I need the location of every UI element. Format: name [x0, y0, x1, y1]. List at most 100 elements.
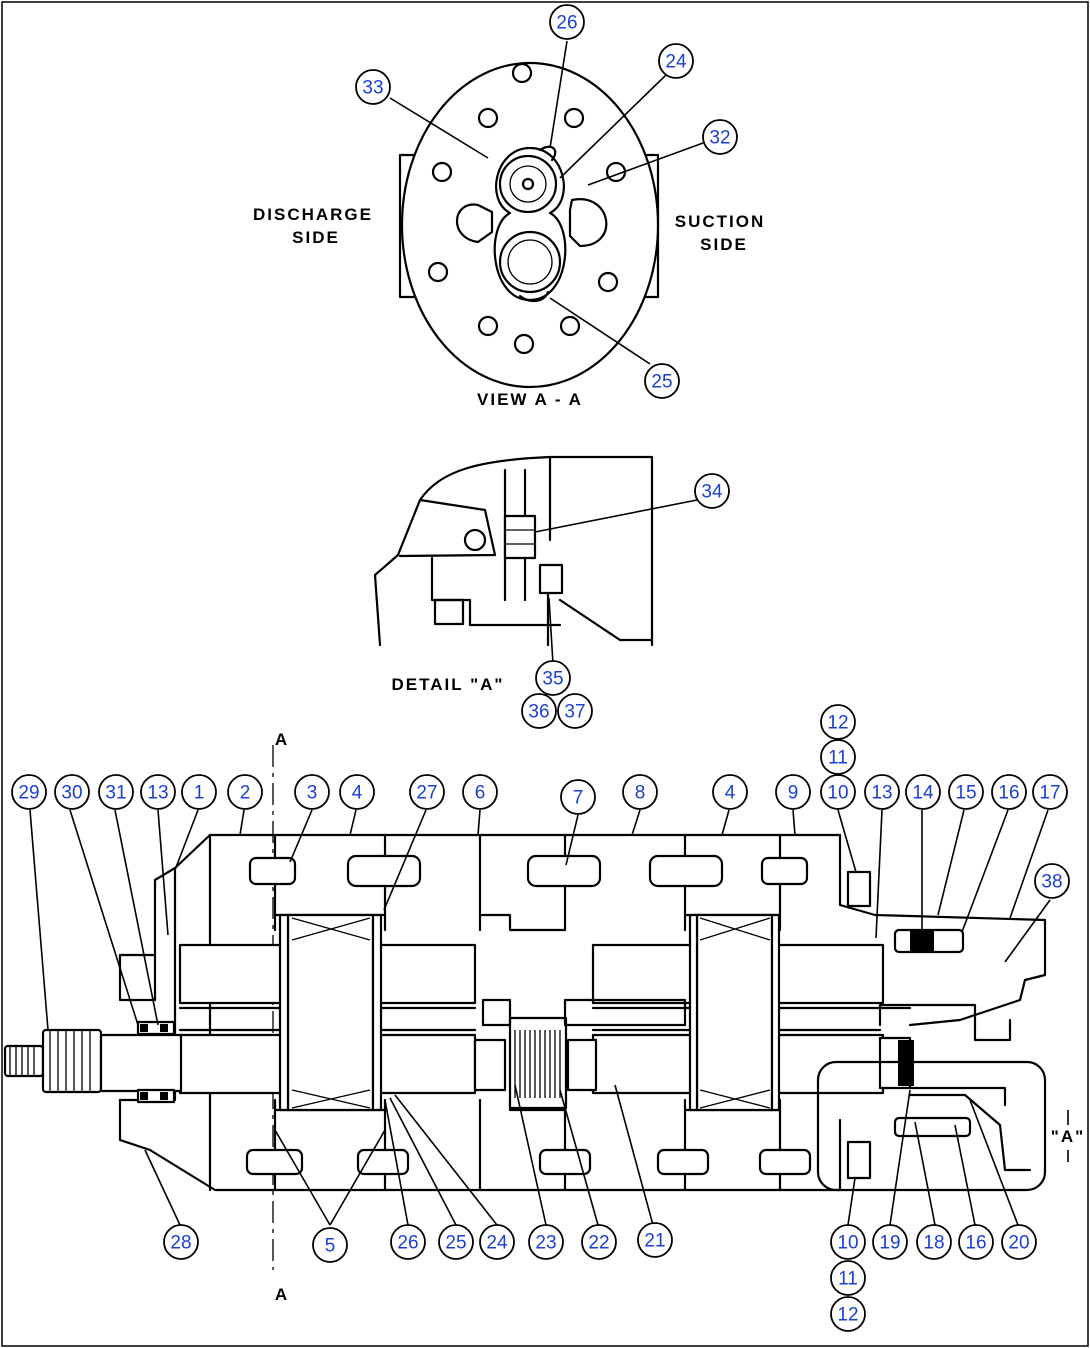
callout-8[interactable]: 8 [622, 774, 658, 810]
svg-text:24: 24 [486, 1233, 508, 1254]
svg-text:1: 1 [194, 783, 205, 804]
svg-text:30: 30 [61, 783, 82, 804]
svg-text:19: 19 [879, 1233, 900, 1254]
view-title: VIEW A - A [477, 390, 583, 409]
callout-17[interactable]: 17 [1032, 774, 1068, 810]
svg-text:20: 20 [1008, 1233, 1029, 1254]
callout-26-bottom[interactable]: 26 [390, 1224, 426, 1260]
callout-25-top[interactable]: 25 [644, 363, 680, 399]
callout-4-right[interactable]: 4 [712, 774, 748, 810]
callout-3[interactable]: 3 [294, 774, 330, 810]
suction-port [568, 198, 608, 248]
callout-10-top[interactable]: 10 [820, 774, 856, 810]
svg-text:10: 10 [837, 1233, 858, 1254]
callout-4-left[interactable]: 4 [339, 774, 375, 810]
callout-27[interactable]: 27 [409, 774, 445, 810]
svg-text:16: 16 [965, 1233, 986, 1254]
svg-text:27: 27 [416, 783, 437, 804]
svg-text:34: 34 [701, 482, 723, 503]
svg-text:24: 24 [665, 52, 687, 73]
callout-14[interactable]: 14 [905, 774, 941, 810]
callout-25-bottom[interactable]: 25 [438, 1224, 474, 1260]
svg-text:4: 4 [725, 783, 736, 804]
callout-26-top[interactable]: 26 [549, 4, 585, 40]
svg-text:23: 23 [535, 1233, 556, 1254]
section-mark-bottom: A [275, 1285, 289, 1304]
detail-a-boundary [816, 1060, 1047, 1192]
svg-text:36: 36 [528, 702, 549, 723]
svg-text:33: 33 [362, 78, 383, 99]
callout-5[interactable]: 5 [312, 1227, 348, 1263]
discharge-label-line2: SIDE [292, 228, 340, 247]
callout-30[interactable]: 30 [54, 774, 90, 810]
callout-12-top[interactable]: 12 [820, 704, 856, 740]
svg-text:21: 21 [644, 1231, 665, 1252]
section-mark-top: A [275, 730, 289, 749]
suction-label-line1: SUCTION [675, 212, 766, 231]
callout-28[interactable]: 28 [163, 1224, 199, 1260]
detail-bolt-35 [538, 563, 564, 595]
svg-text:17: 17 [1039, 783, 1060, 804]
callout-20[interactable]: 20 [1001, 1224, 1037, 1260]
callout-31[interactable]: 31 [98, 774, 134, 810]
view-a-a: DISCHARGE SIDE SUCTION SIDE VIEW A - A [253, 40, 766, 409]
svg-text:25: 25 [445, 1233, 466, 1254]
callout-24-top[interactable]: 24 [658, 43, 694, 79]
discharge-label-line1: DISCHARGE [253, 205, 373, 224]
discharge-port [455, 203, 494, 244]
callout-34[interactable]: 34 [694, 473, 730, 509]
main-section-view: A A [3, 730, 1085, 1304]
svg-text:13: 13 [871, 783, 892, 804]
callout-23[interactable]: 23 [528, 1224, 564, 1260]
svg-text:32: 32 [709, 128, 730, 149]
svg-text:26: 26 [556, 13, 577, 34]
callout-38[interactable]: 38 [1034, 863, 1070, 899]
callout-9[interactable]: 9 [775, 774, 811, 810]
suction-label-line2: SIDE [700, 235, 748, 254]
svg-text:15: 15 [955, 783, 976, 804]
callout-11-top[interactable]: 11 [820, 739, 856, 775]
svg-text:13: 13 [147, 783, 168, 804]
callout-12-bottom[interactable]: 12 [830, 1296, 866, 1332]
svg-text:14: 14 [912, 783, 934, 804]
svg-text:28: 28 [170, 1233, 191, 1254]
driven-gear [498, 230, 562, 294]
callout-37[interactable]: 37 [557, 693, 593, 729]
spline-coupling [481, 998, 687, 1110]
callout-16-top[interactable]: 16 [991, 774, 1027, 810]
callout-35[interactable]: 35 [535, 660, 571, 696]
callout-15[interactable]: 15 [948, 774, 984, 810]
callout-10-bottom[interactable]: 10 [830, 1224, 866, 1260]
callout-24-bottom[interactable]: 24 [479, 1224, 515, 1260]
callout-36[interactable]: 36 [521, 693, 557, 729]
detail-bolt-34 [503, 514, 537, 560]
bolt-10-top [846, 870, 872, 908]
callout-1[interactable]: 1 [181, 774, 217, 810]
callout-32[interactable]: 32 [702, 119, 738, 155]
callout-13-left[interactable]: 13 [140, 774, 176, 810]
callout-18[interactable]: 18 [916, 1224, 952, 1260]
callouts: 26 24 33 32 25 34 35 36 37 12 11 29 30 3… [11, 4, 1070, 1332]
leaders-bottom [144, 1084, 1019, 1226]
dowel-pins-top [248, 854, 809, 888]
callout-11-bottom[interactable]: 11 [830, 1260, 866, 1296]
view-bolt-holes [427, 62, 627, 355]
svg-text:8: 8 [635, 783, 646, 804]
callout-29[interactable]: 29 [11, 774, 47, 810]
svg-text:37: 37 [564, 702, 585, 723]
callout-6[interactable]: 6 [462, 774, 498, 810]
detail-title: DETAIL "A" [392, 675, 505, 694]
callout-21[interactable]: 21 [637, 1222, 673, 1258]
callout-19[interactable]: 19 [872, 1224, 908, 1260]
callout-16-bottom[interactable]: 16 [958, 1224, 994, 1260]
callout-33[interactable]: 33 [355, 69, 391, 105]
callout-7[interactable]: 7 [560, 779, 596, 815]
callout-13-right[interactable]: 13 [864, 774, 900, 810]
callout-22[interactable]: 22 [581, 1224, 617, 1260]
dowel-pins-bottom [245, 1148, 812, 1176]
detail-reference-mark: "A" [1051, 1127, 1085, 1146]
callout-2[interactable]: 2 [227, 774, 263, 810]
